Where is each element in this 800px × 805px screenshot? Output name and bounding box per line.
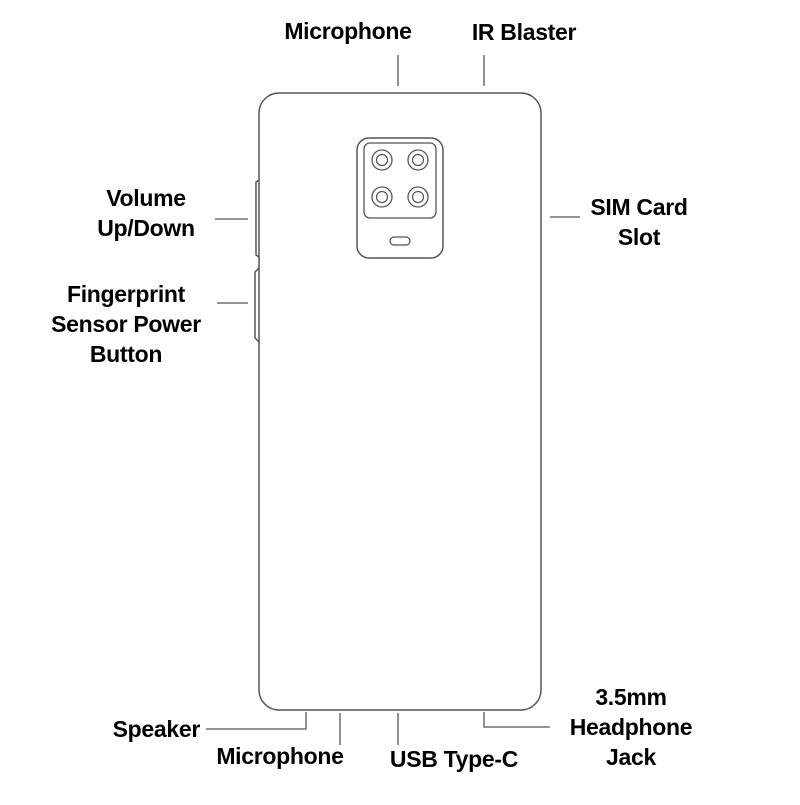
label-speaker: Speaker	[112, 716, 201, 742]
label-fingerprint-line1: Fingerprint	[66, 281, 186, 307]
label-jack-line1: 3.5mm	[595, 684, 667, 710]
flash	[389, 236, 411, 246]
label-volume-line2: Up/Down	[97, 215, 195, 241]
volume-rocker	[255, 179, 260, 258]
label-fingerprint: Fingerprint Sensor Power Button	[36, 279, 216, 369]
phone-body	[258, 92, 542, 711]
camera-lens-3	[371, 186, 393, 208]
power-button	[254, 267, 260, 343]
label-microphone-bottom: Microphone	[216, 743, 344, 769]
label-fingerprint-line2: Sensor Power	[51, 311, 201, 337]
leader-speaker	[206, 712, 307, 730]
label-volume: Volume Up/Down	[84, 183, 208, 243]
label-sim-card-slot: SIM Card Slot	[578, 192, 700, 252]
label-ir-blaster: IR Blaster	[471, 19, 577, 45]
leader-headphone	[483, 712, 550, 728]
camera-lens-4	[407, 186, 429, 208]
label-jack-line3: Jack	[606, 744, 656, 770]
label-volume-line1: Volume	[106, 185, 186, 211]
camera-lens-1	[371, 149, 393, 171]
label-sim-line1: SIM Card	[590, 194, 688, 220]
label-usb-type-c: USB Type-C	[389, 746, 519, 772]
label-fingerprint-line3: Button	[89, 341, 163, 367]
camera-lens-2	[407, 149, 429, 171]
camera-module	[356, 137, 444, 259]
label-sim-line2: Slot	[617, 224, 661, 250]
label-headphone-jack: 3.5mm Headphone Jack	[556, 682, 706, 772]
label-jack-line2: Headphone	[569, 714, 693, 740]
label-microphone-top: Microphone	[284, 18, 412, 44]
